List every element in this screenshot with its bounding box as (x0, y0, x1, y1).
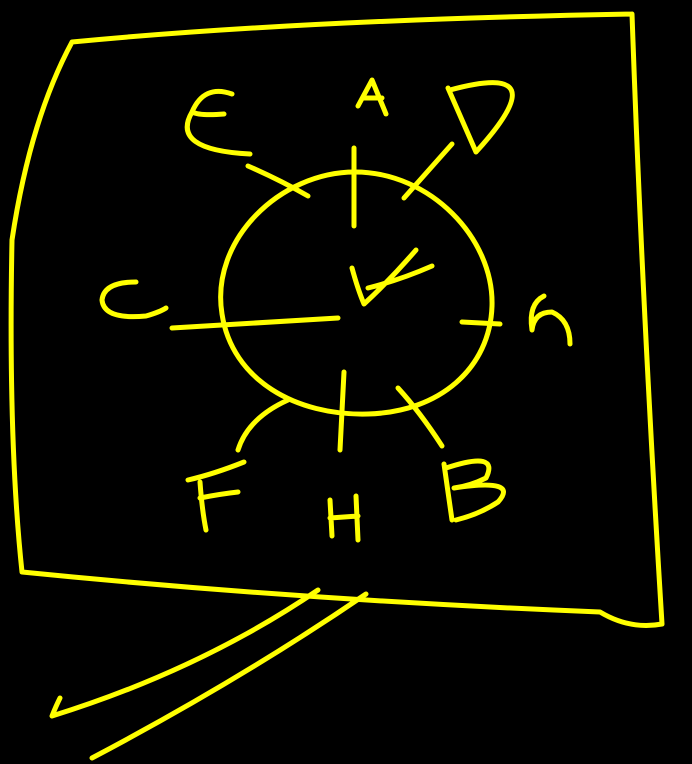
board-stand (52, 590, 366, 758)
label-b-glyph (444, 461, 504, 520)
spoke-g (462, 322, 500, 324)
label-g: G (531, 296, 570, 344)
spoke-e (248, 166, 308, 196)
spoke-c (172, 318, 338, 328)
label-b-text: B (470, 489, 471, 491)
label-e-glyph (187, 91, 250, 154)
label-h-glyph (330, 496, 358, 540)
label-c-text: C (130, 299, 131, 301)
label-c-glyph (102, 282, 166, 317)
label-d-text: D (480, 109, 481, 111)
label-g-glyph (531, 296, 570, 344)
spoke-d (404, 144, 452, 198)
label-d: D (448, 83, 512, 152)
label-f-glyph (188, 462, 244, 530)
label-f: F (188, 462, 244, 530)
spoke-f (238, 400, 288, 450)
spoke-h (340, 372, 344, 450)
label-b: B (444, 461, 504, 520)
label-a: A (358, 80, 386, 114)
label-h: H (330, 496, 358, 540)
label-e-text: E (210, 119, 211, 121)
label-a-glyph (358, 80, 386, 114)
center-label: ✓ (380, 279, 381, 281)
label-d-glyph (448, 83, 512, 152)
label-g-text: G (548, 319, 549, 321)
check-mark-icon (352, 250, 432, 304)
label-e: E (187, 91, 250, 154)
label-c: C (102, 282, 166, 317)
